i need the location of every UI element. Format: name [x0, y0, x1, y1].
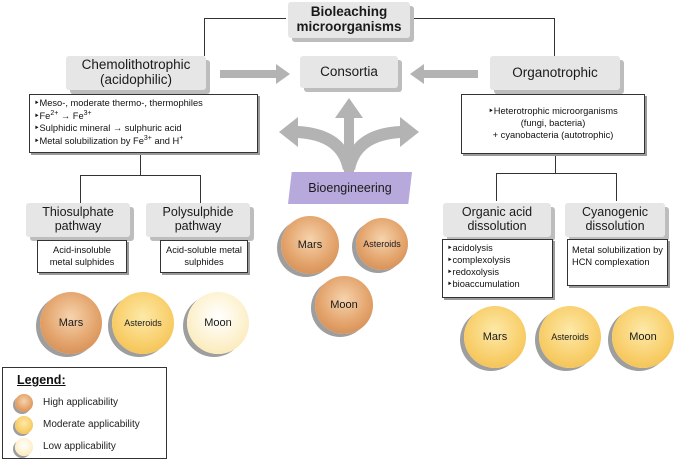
chemo-line-4-mid: and H — [151, 135, 180, 146]
organotrophic-label: Organotrophic — [512, 64, 598, 80]
asteroids-circle-organotrophic: Asteroids — [539, 306, 601, 368]
organic-item-2: ‣complexolysis — [447, 254, 511, 265]
organo-line-1: ‣Heterotrophic microorganisms — [488, 106, 618, 117]
connector-line — [204, 18, 286, 19]
organic-acid-description: ‣acidolysis ‣complexolysis ‣redoxolysis … — [442, 239, 553, 298]
connector-line — [411, 18, 554, 19]
chemo-line-4-text: ‣Metal solubilization by Fe — [34, 135, 144, 146]
cyanogenic-box: Cyanogenic dissolution — [565, 203, 665, 237]
root-title: Bioleaching microorganisms — [296, 4, 402, 34]
polysulphide-pathway-label: Polysulphide pathway — [162, 205, 234, 233]
moon-circle-organotrophic: Moon — [612, 306, 674, 368]
chemo-line-3-text: ‣Sulphidic mineral → sulphuric acid — [34, 122, 182, 133]
mars-label: Mars — [482, 331, 508, 343]
moon-label: Moon — [629, 331, 657, 343]
asteroids-circle-bioengineering: Asteroids — [356, 218, 408, 270]
connector-line — [555, 155, 556, 173]
consortia-label: Consortia — [320, 63, 378, 79]
connector-line — [204, 18, 205, 56]
thiosulphate-pathway-label: Thiosulphate pathway — [42, 205, 114, 233]
mars-circle-bioengineering: Mars — [281, 216, 339, 274]
organic-acid-label: Organic acid dissolution — [461, 205, 533, 233]
organotrophic-box: Organotrophic — [490, 56, 620, 90]
asteroids-label: Asteroids — [124, 318, 162, 328]
organo-line-2: (fungi, bacteria) — [520, 118, 586, 129]
root-box: Bioleaching microorganisms — [288, 2, 410, 38]
chemo-line-4-sup-2: + — [179, 134, 184, 142]
connector-line — [616, 173, 617, 201]
mars-circle-organotrophic: Mars — [464, 306, 526, 368]
asteroids-label: Asteroids — [551, 332, 589, 342]
asteroids-circle-chemolithotrophic: Asteroids — [112, 292, 174, 354]
legend-low-swatch — [15, 438, 33, 456]
connector-line — [200, 175, 201, 203]
cyanogenic-desc-text: Metal solubilization by HCN complexation — [572, 245, 663, 267]
bioengineering-label: Bioengineering — [308, 181, 392, 195]
thiosulphate-pathway-box: Thiosulphate pathway — [26, 203, 130, 237]
organotrophic-description: ‣Heterotrophic microorganisms (fungi, ba… — [461, 94, 645, 154]
chemo-line-1: ‣Meso-, moderate thermo-, thermophiles — [34, 98, 253, 110]
legend-title: Legend: — [17, 373, 66, 387]
connector-line — [554, 18, 555, 56]
organic-item-4: ‣bioaccumulation — [447, 278, 520, 289]
polysulphide-description: Acid-soluble metal sulphides — [160, 240, 248, 273]
mars-circle-chemolithotrophic: Mars — [40, 292, 102, 354]
mars-label: Mars — [297, 239, 323, 251]
organo-line-3: + cyanobacteria (autotrophic) — [492, 129, 614, 140]
organic-acid-box: Organic acid dissolution — [443, 203, 551, 237]
arrow-left-to-consortia — [410, 64, 478, 84]
chemo-line-1-text: ‣Meso-, moderate thermo-, thermophiles — [34, 98, 203, 108]
legend-moderate-swatch — [15, 416, 33, 434]
moon-label: Moon — [204, 317, 232, 329]
chemolithotrophic-description: ‣Meso-, moderate thermo-, thermophiles ‣… — [29, 94, 258, 153]
connector-line — [496, 173, 617, 174]
arrow-branch-right — [343, 117, 419, 170]
connector-line — [80, 175, 81, 203]
bioengineering-box: Bioengineering — [288, 172, 412, 204]
chemo-line-2-mid: → Fe — [58, 110, 84, 121]
legend-high-swatch — [15, 394, 33, 412]
legend-moderate-label: Moderate applicability — [43, 419, 140, 430]
polysulphide-desc-text: Acid-soluble metal sulphides — [166, 244, 242, 267]
arrow-branch-left — [279, 117, 355, 170]
connector-line — [80, 175, 201, 176]
connector-line — [140, 153, 141, 175]
chemo-line-2-sup-2: 3+ — [83, 109, 92, 117]
cyanogenic-label: Cyanogenic dissolution — [581, 205, 648, 233]
polysulphide-pathway-box: Polysulphide pathway — [146, 203, 250, 237]
organic-item-3: ‣redoxolysis — [447, 266, 499, 277]
moon-circle-chemolithotrophic: Moon — [187, 292, 249, 354]
chemo-line-4-sup-1: 3+ — [143, 134, 152, 142]
chemo-line-2: ‣Fe2+ → Fe3+ — [34, 110, 253, 123]
asteroids-label: Asteroids — [363, 239, 401, 249]
moon-circle-bioengineering: Moon — [315, 276, 373, 334]
legend-high-label: High applicability — [43, 397, 119, 408]
legend-low-label: Low applicability — [43, 441, 116, 452]
connector-line — [496, 173, 497, 201]
chemolithotrophic-label: Chemolithotrophic (acidophilic) — [81, 57, 191, 87]
arrow-right-to-consortia — [220, 64, 290, 84]
chemo-line-2-text: ‣Fe — [34, 110, 51, 121]
chemo-line-3: ‣Sulphidic mineral → sulphuric acid — [34, 123, 253, 135]
thiosulphate-desc-text: Acid-insoluble metal sulphides — [49, 244, 115, 267]
chemolithotrophic-box: Chemolithotrophic (acidophilic) — [66, 56, 206, 90]
consortia-box: Consortia — [300, 56, 398, 88]
chemo-line-4: ‣Metal solubilization by Fe3+ and H+ — [34, 135, 253, 148]
moon-label: Moon — [330, 299, 358, 311]
thiosulphate-description: Acid-insoluble metal sulphides — [37, 240, 127, 273]
cyanogenic-description: Metal solubilization by HCN complexation — [567, 239, 668, 286]
organic-item-1: ‣acidolysis — [447, 243, 493, 253]
legend: Legend: High applicability Moderate appl… — [2, 367, 167, 459]
chemo-line-2-sup-1: 2+ — [50, 109, 59, 117]
mars-label: Mars — [58, 317, 84, 329]
arrow-up-to-consortia — [335, 98, 363, 172]
